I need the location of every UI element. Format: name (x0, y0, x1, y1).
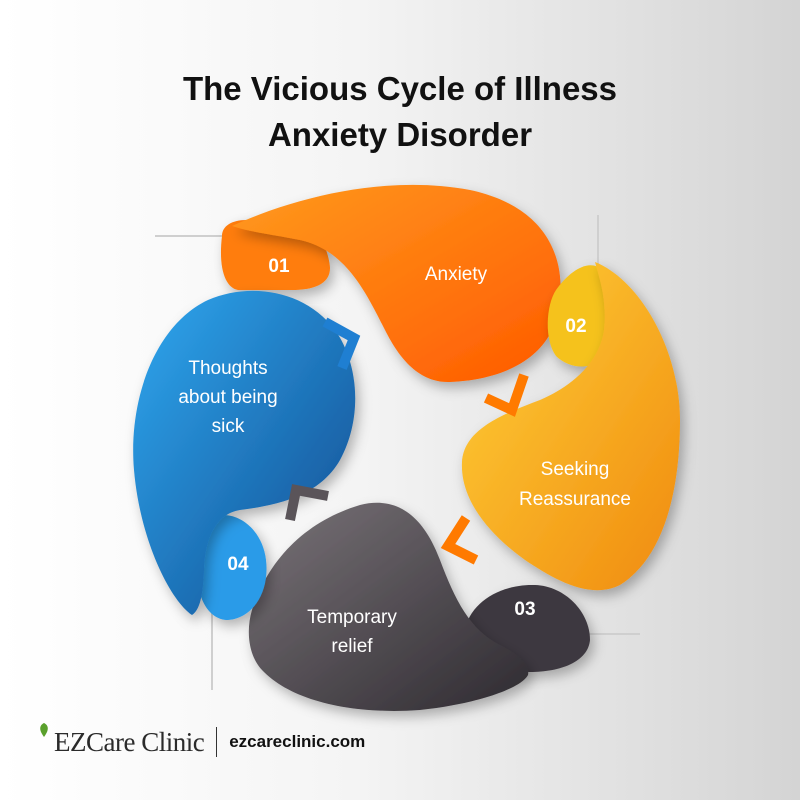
website-link[interactable]: ezcareclinic.com (229, 732, 366, 751)
arrow-chevron-icon (483, 373, 529, 417)
segment-temporary-relief-shape (248, 502, 529, 711)
segment-seeking-reassurance-shape (461, 262, 680, 591)
step-anxiety (220, 184, 561, 383)
step-label-line: Temporary (307, 607, 397, 628)
title-line-2: Anxiety Disorder (267, 116, 533, 153)
arrow-chevron-icon (440, 515, 479, 565)
step-label-line: Seeking (541, 459, 610, 480)
footer-divider (216, 727, 218, 757)
cycle-arrows (285, 317, 529, 565)
title-line-1: The Vicious Cycle of Illness (182, 70, 618, 107)
step-label-line: sick (212, 416, 245, 437)
step-temporary-relief (248, 502, 590, 711)
tab-04-shape (196, 514, 267, 620)
step-label-line: Thoughts (188, 358, 267, 379)
step-label-line: Reassurance (519, 489, 631, 510)
step-number: 04 (227, 554, 249, 575)
step-label-line: Anxiety (425, 264, 488, 285)
segment-thoughts-shape (133, 290, 356, 615)
segment-anxiety-shape (232, 184, 561, 383)
step-number: 02 (565, 316, 586, 337)
leaf-icon (40, 723, 48, 737)
step-number: 03 (514, 599, 535, 620)
step-thoughts-about-being-sick (133, 290, 356, 620)
tab-02-shape (547, 265, 611, 367)
arrow-chevron-icon (322, 317, 361, 370)
page-title: The Vicious Cycle of Illness Anxiety Dis… (0, 66, 800, 158)
step-number: 01 (268, 256, 290, 277)
step-label-line: about being (178, 387, 277, 408)
brand-logo-text: EZCare Clinic (54, 726, 205, 757)
arrow-chevron-icon (285, 484, 329, 521)
step-label-line: relief (331, 636, 373, 657)
footer: EZCare Clinic ezcareclinic.com (36, 722, 365, 762)
step-seeking-reassurance (461, 262, 680, 591)
